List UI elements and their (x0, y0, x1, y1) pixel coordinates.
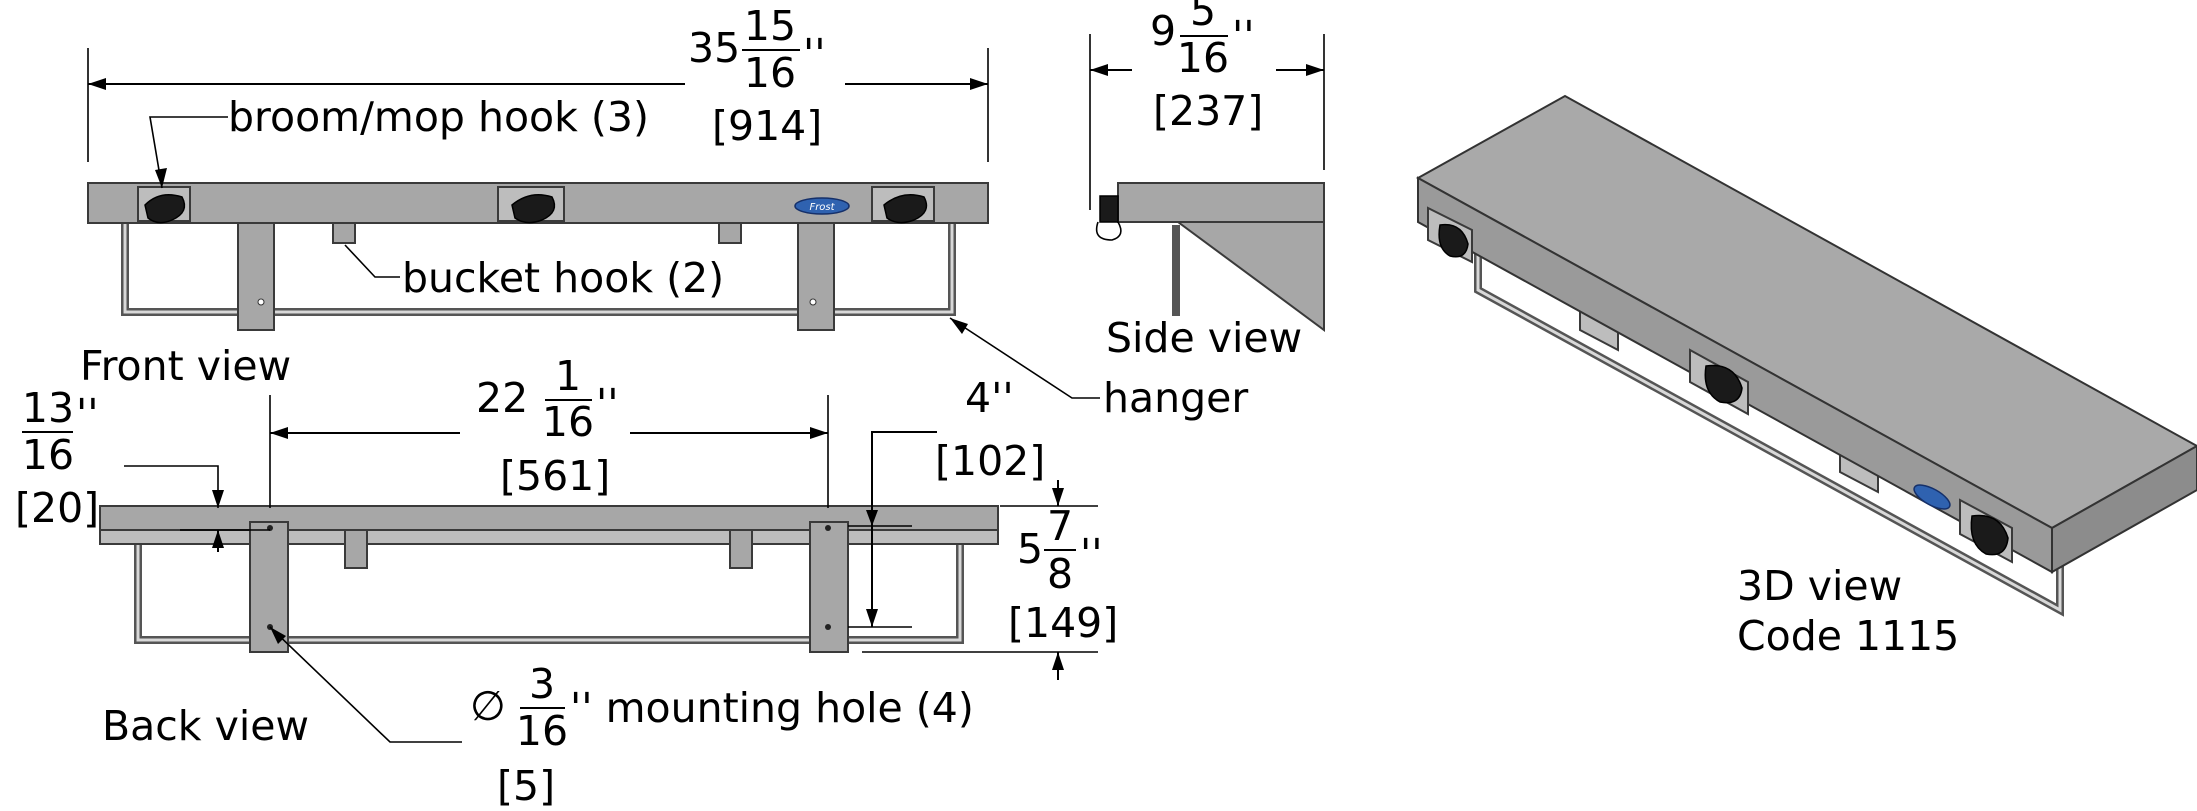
front-hanger-rail-highlight (123, 215, 954, 314)
dim-overall-height-unit: '' (1080, 530, 1103, 578)
dim-overall-height-whole: 5 (1017, 525, 1043, 573)
dim-shelf-thickness-unit: '' (76, 390, 99, 438)
back-bucket-hook-right (729, 529, 753, 569)
iso-broom-hook-center (1689, 348, 1749, 416)
callout-mounting-hole-text: '' mounting hole (4) (570, 684, 974, 732)
frost-logo-text: Frost (809, 202, 835, 213)
dim-overall-width-num: 15 (744, 2, 796, 50)
dim-shelf-thickness: 13 16 '' [20] (15, 384, 99, 532)
back-mounting-hole-3 (825, 525, 831, 531)
dim-bracket-spacing-num: 1 (555, 352, 581, 400)
dim-overall-height-metric: [149] (1008, 599, 1118, 647)
back-view: 22 1 16 '' [561] 13 16 '' [20] 4'' [102] (15, 352, 1118, 810)
callout-mounting-hole-diameter-symbol: ∅ (470, 682, 506, 730)
back-bucket-hook-left (344, 529, 368, 569)
label-front-view: Front view (80, 342, 291, 390)
callout-broom-hook: broom/mop hook (3) (228, 93, 649, 141)
front-bracket-right (797, 221, 835, 331)
callout-mounting-hole-den: 16 (516, 707, 568, 755)
dim-overall-height-den: 8 (1047, 550, 1073, 598)
dim-overall-width: 35 15 16 '' [914] (688, 2, 826, 150)
iso-frost-logo (1913, 484, 1951, 510)
iso-broom-hook-left (1427, 206, 1473, 264)
dim-depth-den: 16 (1177, 34, 1229, 82)
callout-mounting-hole-metric: [5] (497, 762, 555, 810)
dim-shelf-thickness-den: 16 (22, 431, 74, 479)
back-bracket-left (249, 521, 289, 653)
dim-depth-whole: 9 (1150, 7, 1176, 55)
callout-mounting-hole-num: 3 (529, 660, 555, 708)
iso-view: 3D view Code 1115 (1415, 94, 2197, 660)
dim-depth: 9 5 16 '' [237] (1150, 0, 1263, 135)
dim-depth-num: 5 (1190, 0, 1216, 35)
dim-bracket-spacing-den: 16 (542, 398, 594, 446)
dim-overall-width-whole: 35 (688, 24, 740, 72)
dim-shelf-thickness-metric: [20] (15, 484, 99, 532)
dim-overall-height-num: 7 (1047, 502, 1073, 550)
label-back-view: Back view (102, 702, 309, 750)
dim-bracket-spacing: 22 1 16 '' [561] (476, 352, 619, 500)
callout-mounting-hole: ∅ 3 16 '' mounting hole (4) [5] (470, 660, 974, 810)
front-bracket-left (237, 221, 275, 331)
frost-logo: Frost (794, 197, 850, 215)
dim-overall-height: 5 7 8 '' [149] (1008, 502, 1118, 647)
dim-overall-width-metric: [914] (712, 102, 822, 150)
dim-bracket-spacing-whole: 22 (476, 374, 528, 422)
label-side-view: Side view (1106, 314, 1302, 362)
dim-bracket-height-metric: [102] (935, 437, 1045, 485)
callout-bucket-hook: bucket hook (2) (402, 254, 724, 302)
label-code: Code 1115 (1737, 612, 1959, 660)
front-bucket-hook-right (718, 221, 742, 244)
dim-bracket-height-value: 4'' (965, 374, 1014, 422)
back-mounting-hole-4 (825, 624, 831, 630)
iso-shelf-end (2051, 444, 2197, 574)
dim-bracket-spacing-metric: [561] (500, 452, 610, 500)
dim-overall-width-den: 16 (744, 49, 796, 97)
front-broom-hook-right (871, 186, 935, 224)
front-broom-hook-center (497, 186, 565, 224)
front-bracket-hole-right (809, 298, 817, 306)
front-broom-hook-left (137, 186, 191, 224)
label-3d-view: 3D view (1737, 562, 1902, 610)
front-view: Frost 35 15 16 '' [914] broom/mop hook (… (80, 2, 1248, 422)
dim-shelf-thickness-num: 13 (22, 384, 74, 432)
dim-depth-metric: [237] (1153, 87, 1263, 135)
dim-bracket-height: 4'' [102] (935, 374, 1045, 485)
dim-bracket-spacing-unit: '' (596, 380, 619, 428)
back-bracket-right (809, 521, 849, 653)
front-bracket-hole-left (257, 298, 265, 306)
side-shelf (1117, 182, 1325, 223)
side-hook (1099, 195, 1119, 223)
callout-hanger: hanger (1103, 374, 1248, 422)
back-shelf-edge (99, 529, 999, 545)
front-bucket-hook-left (332, 221, 356, 244)
dim-depth-unit: '' (1232, 12, 1255, 60)
iso-broom-hook-right (1959, 498, 2013, 564)
iso-shelf-top (1415, 94, 2197, 530)
side-view: 9 5 16 '' [237] Side view (1089, 0, 1325, 362)
dim-overall-width-unit: '' (803, 30, 826, 78)
